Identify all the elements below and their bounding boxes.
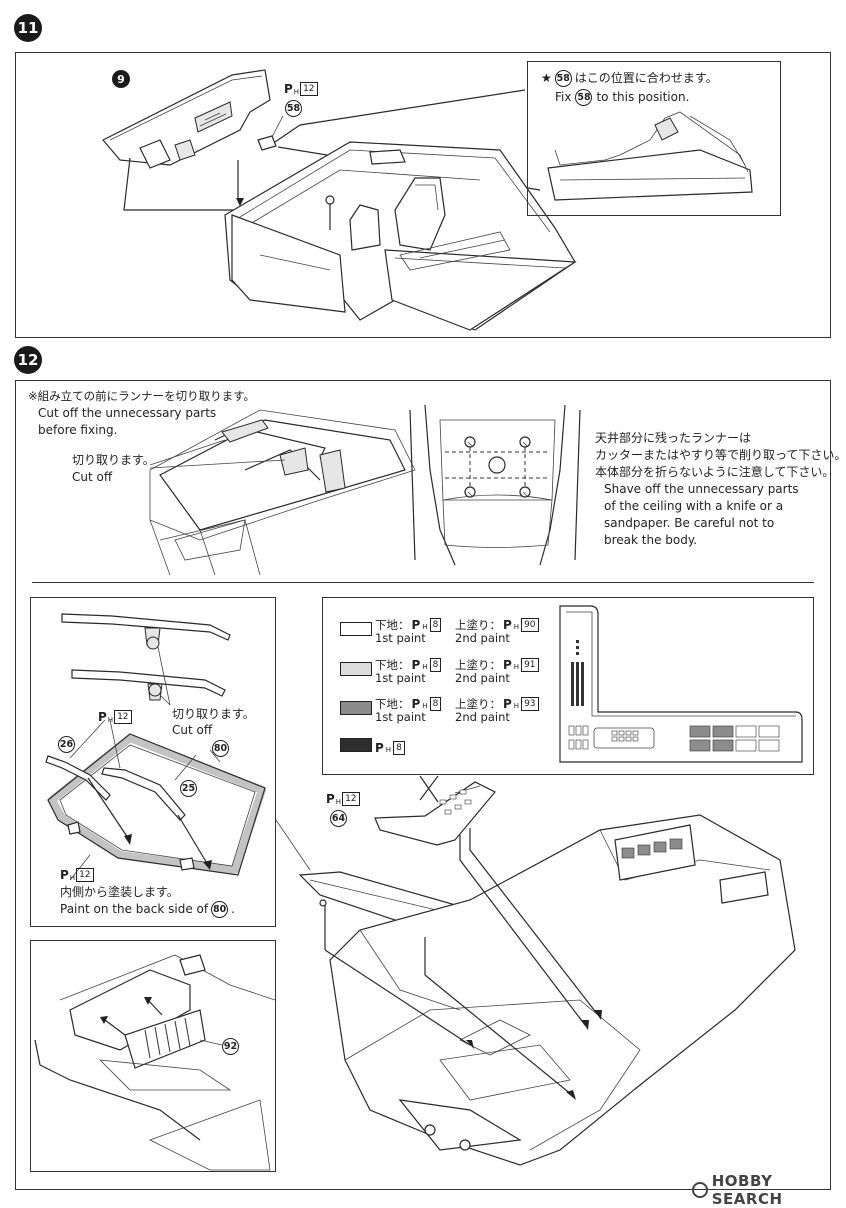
part-64-marker: 64 (330, 810, 347, 827)
legend-row-4 (340, 738, 372, 752)
ceiling-en-2: of the ceiling with a knife or a (604, 499, 784, 513)
dashboard-part-9 (102, 69, 271, 169)
car-interior-body (224, 141, 577, 331)
part-25-marker: 25 (180, 780, 197, 797)
step-12-frame (15, 380, 831, 1190)
legend-swatch-4 (340, 738, 372, 752)
step-11-frame (15, 52, 831, 338)
note-en-1: Cut off the unnecessary parts (38, 406, 217, 420)
legend-row-2-base-en: 1st paint (375, 671, 426, 685)
cut-label-en: Cut off (72, 470, 113, 484)
part-9-badge: 9 (112, 70, 130, 88)
wiper-panel (30, 597, 276, 927)
detail-box-58 (527, 61, 781, 216)
cut-label-jp: 切り取ります。 (72, 453, 155, 467)
legend-row-1-base-en: 1st paint (375, 631, 426, 645)
ceiling-en-4: break the body. (604, 533, 698, 547)
legend-row-1-top-en: 2nd paint (455, 631, 510, 645)
inside-paint-jp: 内側から塗装します。 (60, 885, 179, 899)
step-11-badge: 11 (14, 14, 42, 42)
ceiling-jp-2: カッターまたはやすり等で削り取って下さい。 (595, 448, 846, 462)
legend-row-1 (340, 622, 372, 636)
legend-row-2 (340, 662, 372, 676)
wiper-cut-en: Cut off (172, 723, 213, 737)
paint-legend-panel (322, 597, 814, 775)
ceiling-en-1: Shave off the unnecessary parts (604, 482, 799, 496)
legend-row-2-top-en: 2nd paint (455, 671, 510, 685)
part-80-marker: 80 (212, 740, 229, 757)
legend-row-3 (340, 701, 372, 715)
legend-row-3-top-en: 2nd paint (455, 710, 510, 724)
inside-paint-en: Paint on the back side of 80 . (60, 901, 235, 918)
wiper-cut-jp: 切り取ります。 (172, 707, 255, 721)
lower-detail-panel (30, 940, 276, 1172)
note-en-2: before fixing. (38, 423, 118, 437)
callout-jp: ★ 58 はこの位置に合わせます。 (541, 70, 718, 87)
step-12-badge: 12 (14, 346, 42, 374)
section-divider (32, 582, 814, 583)
part-92-marker: 92 (222, 1038, 239, 1055)
legend-row-3-base-en: 1st paint (375, 710, 426, 724)
ceiling-jp-3: 本体部分を折らないように注意して下さい。 (595, 465, 835, 479)
part-26-marker: 26 (58, 736, 75, 753)
legend-swatch-1 (340, 622, 372, 636)
note-jp: ※組み立ての前にランナーを切り取ります。 (28, 389, 255, 403)
callout-en: Fix 58 to this position. (555, 89, 690, 106)
legend-swatch-2 (340, 662, 372, 676)
hobby-search-watermark: HOBBY SEARCH (692, 1172, 846, 1208)
ceiling-en-3: sandpaper. Be careful not to (604, 516, 775, 530)
legend-swatch-3 (340, 701, 372, 715)
ceiling-jp-1: 天井部分に残ったランナーは (595, 431, 752, 445)
part-58-marker: 58 (285, 100, 302, 117)
watermark-logo-icon (692, 1182, 708, 1198)
